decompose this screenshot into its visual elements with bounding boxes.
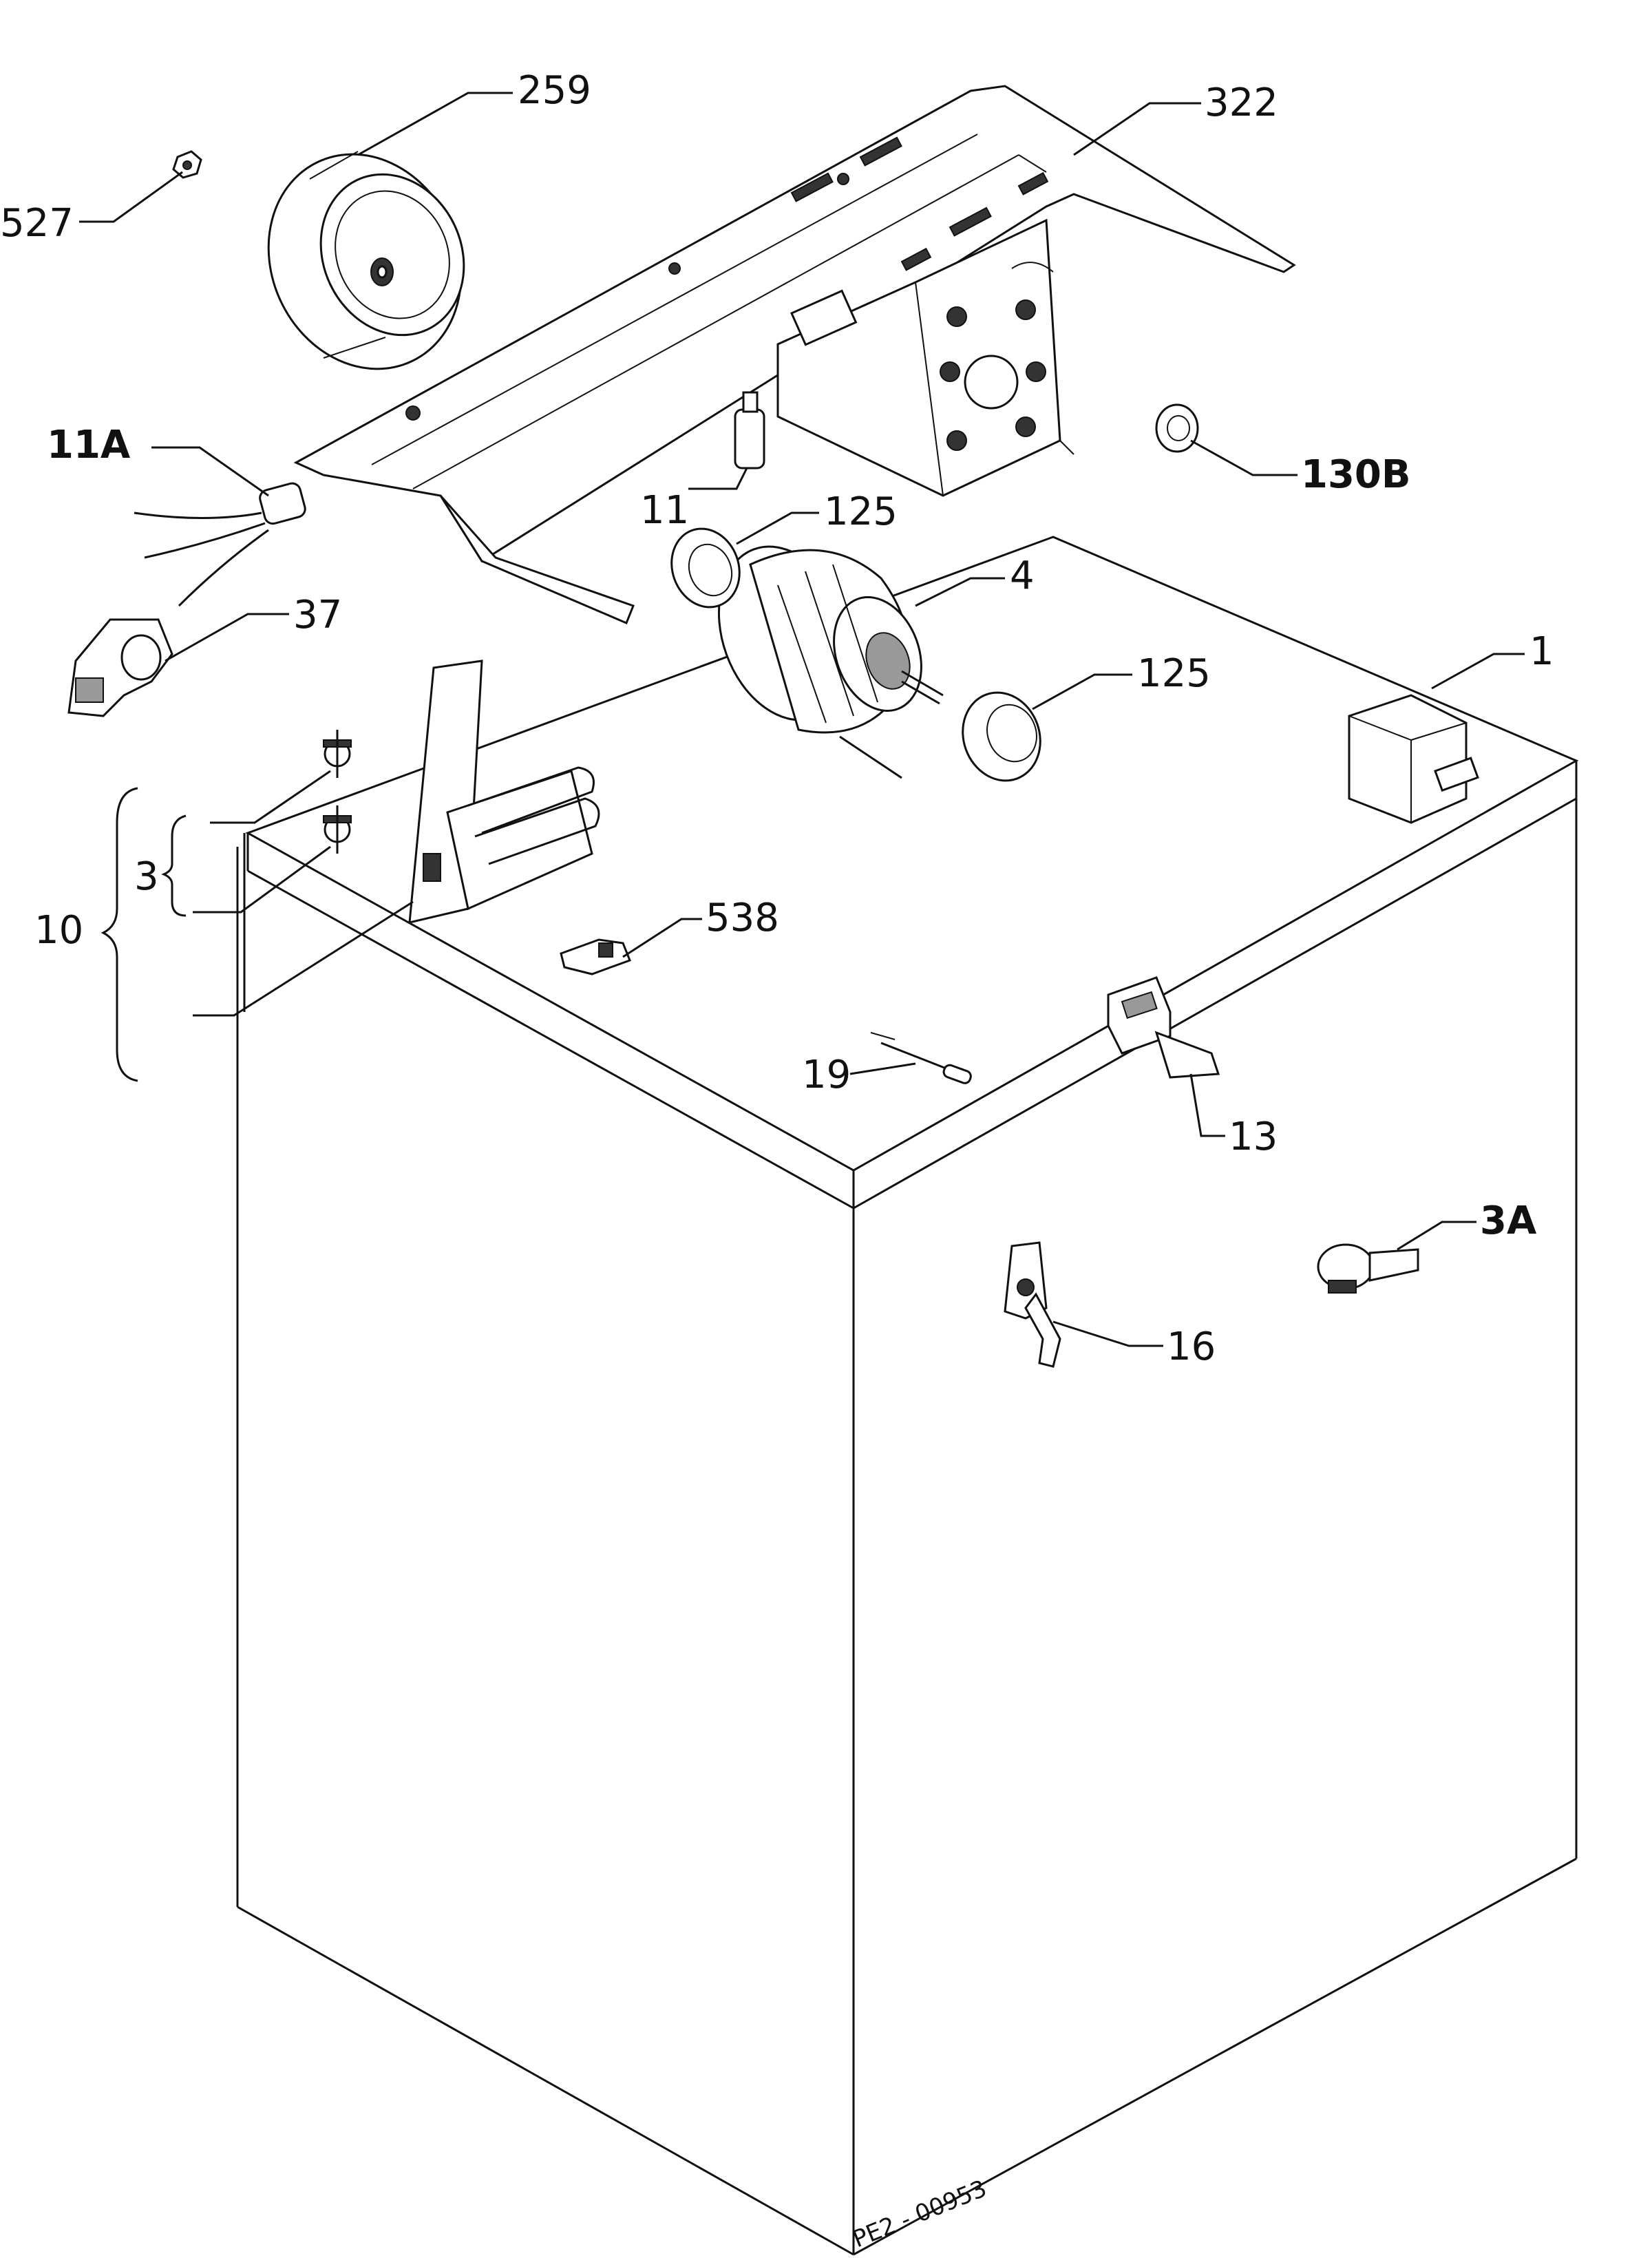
part-labels: 259 527 322 11A 130B 11 125 4 37 125 1 3…	[0, 68, 1554, 1369]
heater-element-10	[408, 660, 600, 924]
socket-13	[1107, 976, 1220, 1079]
label-130B: 130B	[1301, 452, 1411, 497]
label-125-right: 125	[1137, 651, 1211, 696]
cable-11A	[134, 482, 306, 607]
thermostats-3	[323, 730, 352, 854]
latch-16	[1004, 1241, 1061, 1368]
bushing-125-right	[962, 691, 1041, 782]
label-527: 527	[0, 201, 74, 246]
knob-130B	[1155, 403, 1199, 453]
switch-1	[1348, 694, 1479, 824]
mounting-frame-322	[293, 85, 1296, 624]
clip-538	[560, 938, 631, 975]
label-37: 37	[293, 593, 342, 637]
label-13: 13	[1229, 1115, 1278, 1159]
label-4: 4	[1010, 553, 1035, 598]
standoff-11	[734, 391, 765, 469]
label-11A: 11A	[47, 423, 131, 467]
leader-lines	[79, 92, 1525, 1347]
label-259: 259	[518, 68, 591, 113]
nut-527	[172, 150, 202, 179]
drawing-code: PE2 - 00953	[849, 2175, 991, 2253]
fan-wheel-259	[267, 151, 465, 370]
label-16: 16	[1167, 1325, 1216, 1369]
motor-4	[717, 545, 944, 779]
label-538: 538	[706, 896, 779, 940]
probe-19	[870, 1032, 972, 1084]
label-3A: 3A	[1480, 1199, 1537, 1243]
label-19: 19	[802, 1053, 851, 1097]
bracket-3	[161, 814, 187, 917]
label-322: 322	[1205, 81, 1278, 125]
label-3: 3	[134, 854, 159, 899]
bushing-125-left	[670, 527, 741, 609]
label-10: 10	[34, 908, 83, 953]
label-1: 1	[1529, 629, 1554, 674]
component-3A	[1317, 1243, 1419, 1294]
cabinet-body	[236, 536, 1579, 2256]
sensor-37	[67, 618, 173, 717]
bracket-10	[100, 787, 138, 1082]
label-125-top: 125	[824, 489, 898, 534]
label-11: 11	[640, 488, 689, 533]
